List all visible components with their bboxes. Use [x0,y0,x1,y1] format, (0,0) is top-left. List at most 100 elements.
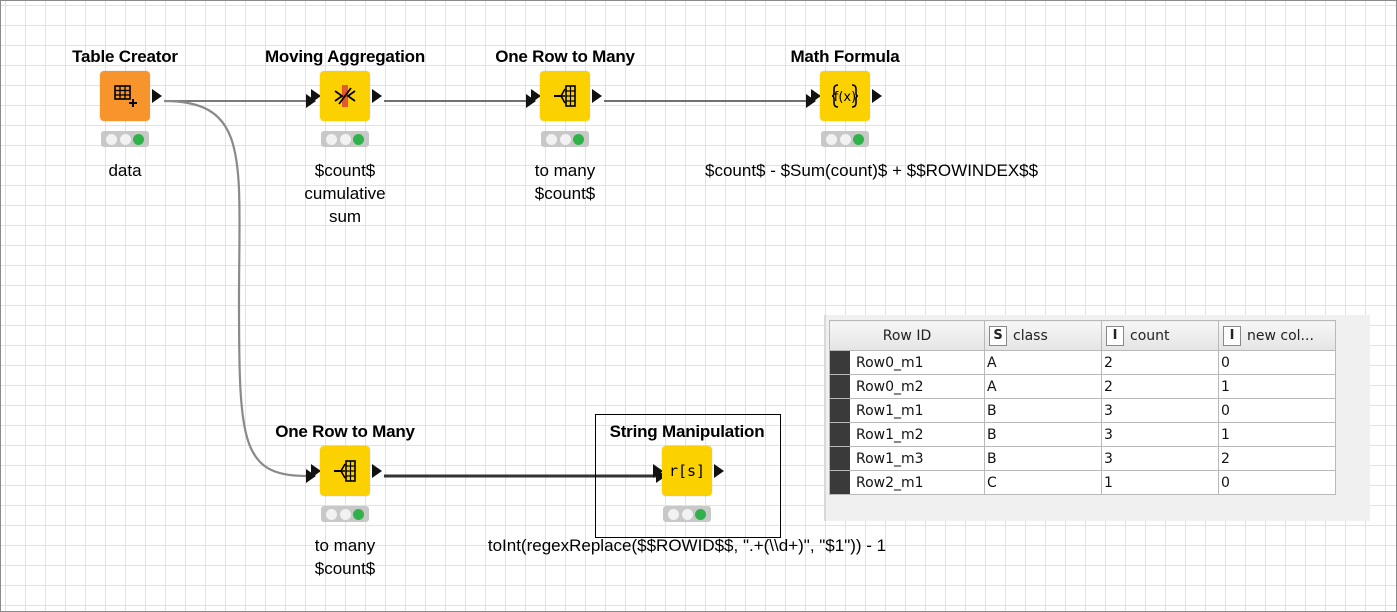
row-id-text: Row0_m1 [856,354,924,371]
column-header-row-id[interactable]: Row ID [829,320,985,351]
table-cell[interactable]: 1 [1101,470,1219,495]
output-port[interactable] [872,89,882,103]
row-id-wrapper: Row1_m1 [830,399,984,422]
node-label[interactable]: to many $count$ [534,161,596,203]
node-label[interactable]: to many $count$ [314,536,376,578]
row-id-cell[interactable]: Row1_m1 [829,398,985,423]
status-light-green [853,133,865,145]
input-port[interactable] [311,464,321,478]
row-id-text: Row1_m2 [856,426,924,443]
row-marker [830,375,850,398]
status-light-yellow [681,508,693,520]
row-id-text: Row0_m2 [856,378,924,395]
table-cell[interactable]: 3 [1101,422,1219,447]
row-id-cell[interactable]: Row0_m2 [829,374,985,399]
node-status-lights [101,131,149,147]
status-light-green [353,133,365,145]
table-cell[interactable]: B [984,398,1102,423]
status-light-red [325,133,337,145]
table-cell[interactable]: B [984,446,1102,471]
node-status-lights [663,506,711,522]
output-port[interactable] [714,464,724,478]
table-cell[interactable]: 1 [1218,374,1336,399]
node-title: Table Creator [72,47,178,66]
status-light-red [667,508,679,520]
fx-icon: f(x) [831,84,859,108]
input-port[interactable] [653,464,663,478]
node-title: One Row to Many [495,47,635,66]
table-cell[interactable]: B [984,422,1102,447]
node-icon-table-creator[interactable] [100,71,150,121]
row-id-wrapper: Row0_m2 [830,375,984,398]
table-cell[interactable]: 0 [1218,350,1336,375]
string-type-icon: S [989,325,1007,346]
row-marker [830,471,850,494]
row-id-cell[interactable]: Row2_m1 [829,470,985,495]
status-light-yellow [559,133,571,145]
table-cell[interactable]: 0 [1218,398,1336,423]
table-cell[interactable]: 3 [1101,398,1219,423]
node-title: String Manipulation [609,422,765,441]
input-port[interactable] [311,89,321,103]
node-status-lights [821,131,869,147]
node-label[interactable]: toInt(regexReplace($$ROWID$$, ".+(\\d+)"… [487,536,887,555]
status-light-green [695,508,707,520]
status-light-yellow [339,508,351,520]
table-cell[interactable]: 0 [1218,470,1336,495]
node-icon-moving-aggregation[interactable] [320,71,370,121]
svg-text:f(x): f(x) [834,90,856,105]
row-id-wrapper: Row2_m1 [830,471,984,494]
status-light-yellow [119,133,131,145]
connection-tablecreator-onerowtomany-bottom[interactable] [163,99,307,478]
integer-type-icon: I [1106,325,1124,346]
node-icon-string-manipulation[interactable]: r[s] [662,446,712,496]
row-marker [830,447,850,470]
input-port[interactable] [811,89,821,103]
status-light-yellow [839,133,851,145]
table-cell[interactable]: 3 [1101,446,1219,471]
output-port[interactable] [372,89,382,103]
table-cell[interactable]: 2 [1101,374,1219,399]
row-id-cell[interactable]: Row1_m2 [829,422,985,447]
output-port[interactable] [372,464,382,478]
node-status-lights [541,131,589,147]
row-id-text: Row1_m3 [856,450,924,467]
output-port[interactable] [592,89,602,103]
node-label[interactable]: $count$ - $Sum(count)$ + $$ROWINDEX$$ [705,161,1039,180]
node-title: Moving Aggregation [264,47,426,66]
status-light-red [545,133,557,145]
node-label[interactable]: $count$ cumulative sum [304,161,386,226]
one-to-many-icon [554,85,576,107]
node-icon-one-row-to-many[interactable] [320,446,370,496]
table-cell[interactable]: A [984,350,1102,375]
node-icon-math-formula[interactable]: f(x) [820,71,870,121]
row-id-cell[interactable]: Row0_m1 [829,350,985,375]
table-cell[interactable]: C [984,470,1102,495]
status-light-green [573,133,585,145]
table-cell[interactable]: 2 [1101,350,1219,375]
status-light-green [353,508,365,520]
row-id-cell[interactable]: Row1_m3 [829,446,985,471]
input-port[interactable] [531,89,541,103]
table-cell[interactable]: A [984,374,1102,399]
status-light-red [825,133,837,145]
node-icon-one-row-to-many[interactable] [540,71,590,121]
output-port[interactable] [152,89,162,103]
status-light-green [133,133,145,145]
row-marker [830,351,850,374]
node-label[interactable]: data [108,161,142,180]
status-light-red [325,508,337,520]
table-cell[interactable]: 1 [1218,422,1336,447]
table-cell[interactable]: 2 [1218,446,1336,471]
